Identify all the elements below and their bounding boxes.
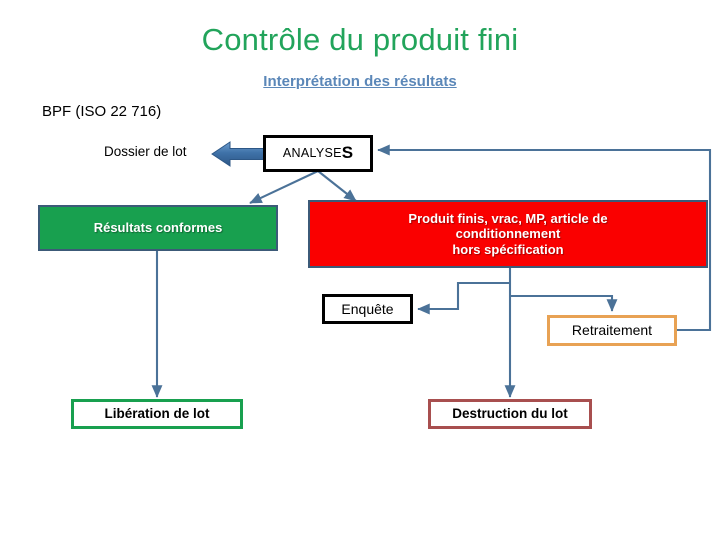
node-retraitement[interactable]: Retraitement	[547, 315, 677, 346]
node-enquete-label: Enquête	[341, 300, 394, 317]
node-enquete[interactable]: Enquête	[322, 294, 413, 324]
node-hors-specification-line1: Produit finis, vrac, MP, article de	[408, 211, 608, 226]
node-liberation-de-lot-label: Libération de lot	[104, 406, 210, 422]
standard-label: BPF (ISO 22 716)	[42, 103, 162, 120]
node-hors-specification[interactable]: Produit finis, vrac, MP, article de cond…	[308, 200, 708, 268]
arrow-analyses-to-dossier	[211, 141, 265, 167]
node-destruction-du-lot-label: Destruction du lot	[452, 406, 568, 422]
node-hors-specification-line2: conditionnement	[455, 226, 561, 242]
node-retraitement-label: Retraitement	[571, 322, 653, 339]
node-resultats-conformes[interactable]: Résultats conformes	[38, 205, 278, 251]
node-liberation-de-lot[interactable]: Libération de lot	[71, 399, 243, 429]
node-analyses-label: ANALYSE	[282, 146, 342, 161]
node-dossier-de-lot: Dossier de lot	[104, 144, 187, 159]
node-destruction-du-lot[interactable]: Destruction du lot	[428, 399, 592, 429]
page-subtitle: Interprétation des résultats	[263, 73, 457, 90]
node-analyses-label-tail: S	[341, 143, 354, 163]
node-hors-specification-line3: hors spécification	[452, 241, 564, 257]
page-title: Contrôle du produit fini	[201, 22, 519, 57]
node-resultats-conformes-label: Résultats conformes	[93, 220, 223, 236]
